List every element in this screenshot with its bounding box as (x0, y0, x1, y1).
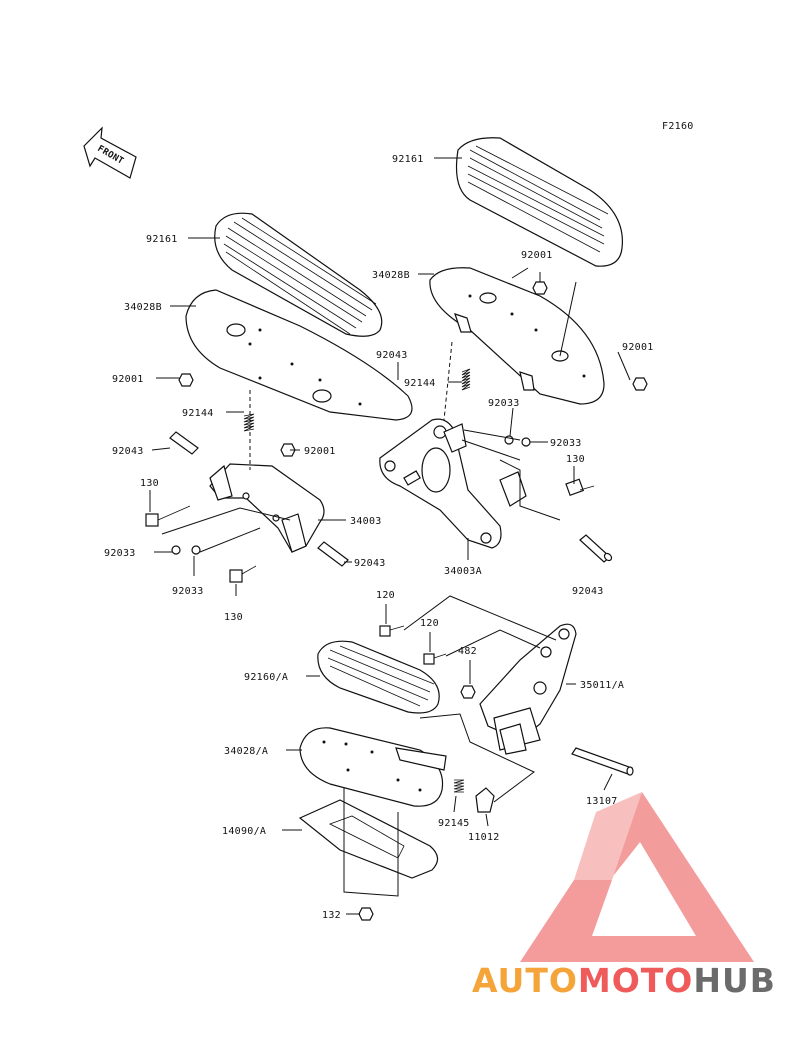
label-132: 132 (322, 910, 341, 921)
pin-right-lower (579, 534, 613, 563)
label-34028b-left: 34028B (124, 302, 162, 313)
label-120-b: 120 (420, 618, 439, 629)
watermark-triangle-icon (520, 792, 754, 962)
label-130-bottom: 130 (224, 612, 243, 623)
label-13107: 13107 (586, 796, 618, 807)
spring-left (243, 413, 255, 432)
label-92033-a: 92033 (488, 398, 520, 409)
floorboard-pad-right (455, 137, 623, 267)
floorboard-bracket-lower (479, 623, 577, 755)
floorboard-bracket-right (379, 418, 502, 549)
watermark-text: AUTOMOTOHUB (472, 961, 776, 1000)
label-34003: 34003 (350, 516, 382, 527)
pin-left-upper (169, 431, 199, 455)
label-34028b-right: 34028B (372, 270, 410, 281)
label-92033-b: 92033 (550, 438, 582, 449)
label-130-right: 130 (566, 454, 585, 465)
label-92144-right: 92144 (404, 378, 436, 389)
diagram-code: F2160 (662, 121, 694, 132)
spring-right (461, 368, 471, 391)
label-92145: 92145 (438, 818, 470, 829)
spring-92145 (453, 779, 465, 793)
nut-left-a (178, 373, 194, 387)
collar-11012 (475, 787, 495, 813)
floorboard-base-lower (299, 727, 447, 807)
label-92043-b: 92043 (112, 446, 144, 457)
label-11012: 11012 (468, 832, 500, 843)
floorboard-bracket-left (209, 463, 325, 553)
label-130-left: 130 (140, 478, 159, 489)
label-92001-b: 92001 (622, 342, 654, 353)
label-92001-d: 92001 (304, 446, 336, 457)
floorboard-pad-lower (317, 640, 440, 714)
nut-right-b (632, 377, 648, 391)
front-arrow-icon: FRONT (83, 126, 137, 179)
label-92160a: 92160/A (244, 672, 288, 683)
label-35011a: 35011/A (580, 680, 624, 691)
nut-left-b (280, 443, 296, 457)
bolt-left-b (229, 565, 257, 583)
washer-left-a (171, 545, 181, 555)
label-92043-c: 92043 (354, 558, 386, 569)
label-34003a: 34003A (444, 566, 482, 577)
nut-right-a (532, 281, 548, 295)
floorboard-base-right (429, 267, 605, 405)
label-92033-d: 92033 (172, 586, 204, 597)
label-482: 482 (458, 646, 477, 657)
label-34028a: 34028/A (224, 746, 268, 757)
bolt-120-a (379, 625, 405, 637)
bolt-right (565, 478, 595, 497)
floorboard-base-left (185, 289, 413, 421)
label-14090a: 14090/A (222, 826, 266, 837)
nut-132 (358, 907, 374, 921)
label-92144-left: 92144 (182, 408, 214, 419)
washer-right-b (521, 437, 531, 447)
watermark-logo (520, 792, 754, 962)
bolt-120-b (423, 653, 447, 665)
nut-482 (460, 685, 476, 699)
label-92001-c: 92001 (112, 374, 144, 385)
label-92043-a: 92043 (376, 350, 408, 361)
floorboard-pad-left (214, 212, 383, 337)
label-92043-d: 92043 (572, 586, 604, 597)
pin-13107 (571, 747, 634, 776)
label-120-a: 120 (376, 590, 395, 601)
floorboard-cover-lower (298, 799, 439, 879)
label-92033-c: 92033 (104, 548, 136, 559)
label-92161-left: 92161 (146, 234, 178, 245)
bolt-left-a (145, 505, 191, 527)
label-92001-a: 92001 (521, 250, 553, 261)
pin-left-lower (317, 541, 349, 567)
washer-left-b (191, 545, 201, 555)
label-92161-top: 92161 (392, 154, 424, 165)
